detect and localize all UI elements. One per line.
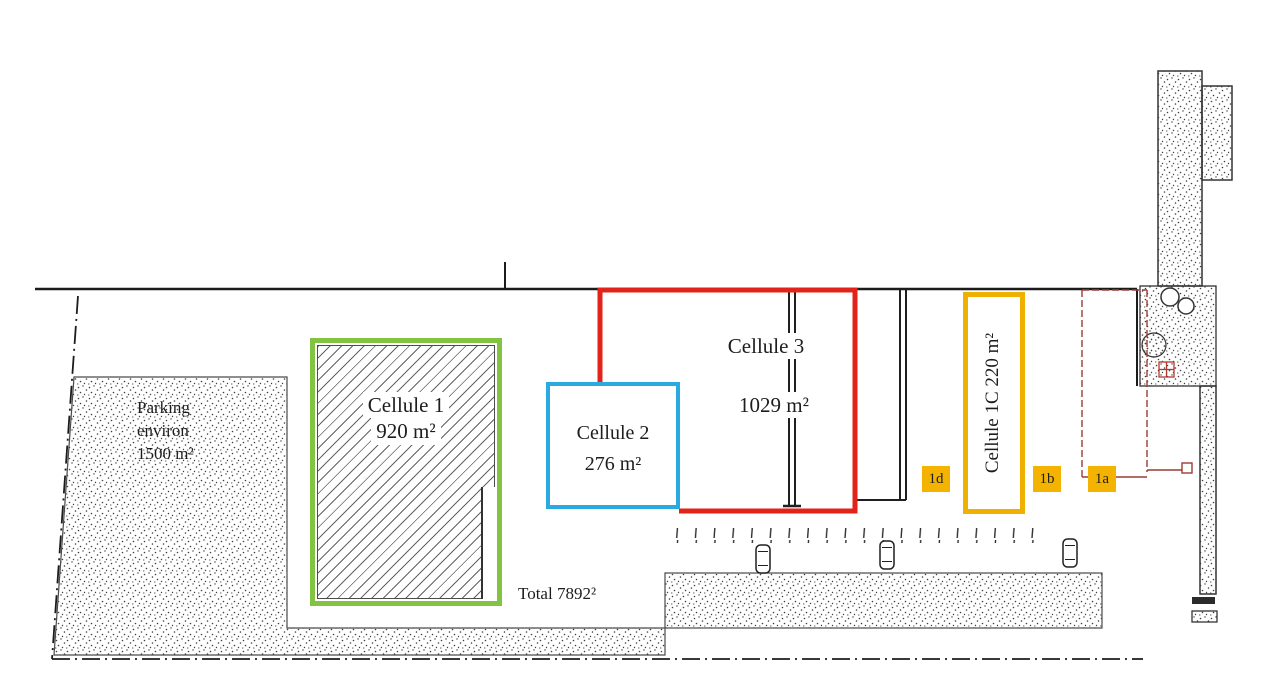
- cellule-1-name: Cellule 1: [362, 392, 450, 419]
- parking-label-line3: 1500 m²: [137, 443, 194, 463]
- bottom-right-bar: [1192, 597, 1215, 604]
- bottom-right-box: [1191, 610, 1218, 623]
- total-area-label: Total 7892²: [518, 584, 597, 603]
- bush-icon: [1141, 332, 1167, 358]
- cellule-1-area: 920 m²: [371, 418, 441, 445]
- parking-label: Parking environ 1500 m²: [137, 397, 194, 466]
- cellule-2-outline: [546, 382, 680, 509]
- car-icon: [879, 540, 895, 570]
- cellule-3-area: 1029 m²: [699, 392, 849, 419]
- drain-icon: [1158, 361, 1175, 378]
- cellule-3-outline: [597, 287, 858, 514]
- right-band-top: [1157, 70, 1203, 287]
- car-icon: [755, 544, 771, 574]
- parking-label-line1: Parking: [137, 398, 190, 417]
- cellule-2-name: Cellule 2: [571, 421, 655, 446]
- west-limit-line: [51, 295, 79, 660]
- right-band-corner: [1201, 85, 1233, 181]
- cellule-1-outline: [310, 338, 502, 606]
- annex-outline: [1081, 289, 1193, 478]
- marker-1b: 1b: [1033, 466, 1061, 492]
- cellule-1-door-opening: [481, 487, 495, 599]
- cellule-2-label: Cellule 2 276 m²: [546, 421, 680, 477]
- marker-1d: 1d: [922, 466, 950, 492]
- cellule-3-name: Cellule 3: [691, 333, 841, 360]
- cellule-2-area: 276 m²: [579, 452, 647, 477]
- cellule-1-hatch-fill: [317, 345, 495, 599]
- sidewalk-area: [664, 572, 1103, 629]
- tree-icon: [1177, 297, 1195, 315]
- tree-icon: [1160, 287, 1180, 307]
- right-band-lower: [1199, 385, 1217, 595]
- marker-1a: 1a: [1088, 466, 1116, 492]
- parking-label-line2: environ: [137, 420, 189, 440]
- cellule-1-label: Cellule 1 920 m²: [310, 392, 502, 445]
- cellule-1c-label: Cellule 1C 220 m²: [982, 332, 1003, 474]
- car-icon: [1062, 538, 1078, 568]
- parking-tick-marks: [668, 528, 1042, 543]
- cellule-1c-outline: [963, 292, 1025, 514]
